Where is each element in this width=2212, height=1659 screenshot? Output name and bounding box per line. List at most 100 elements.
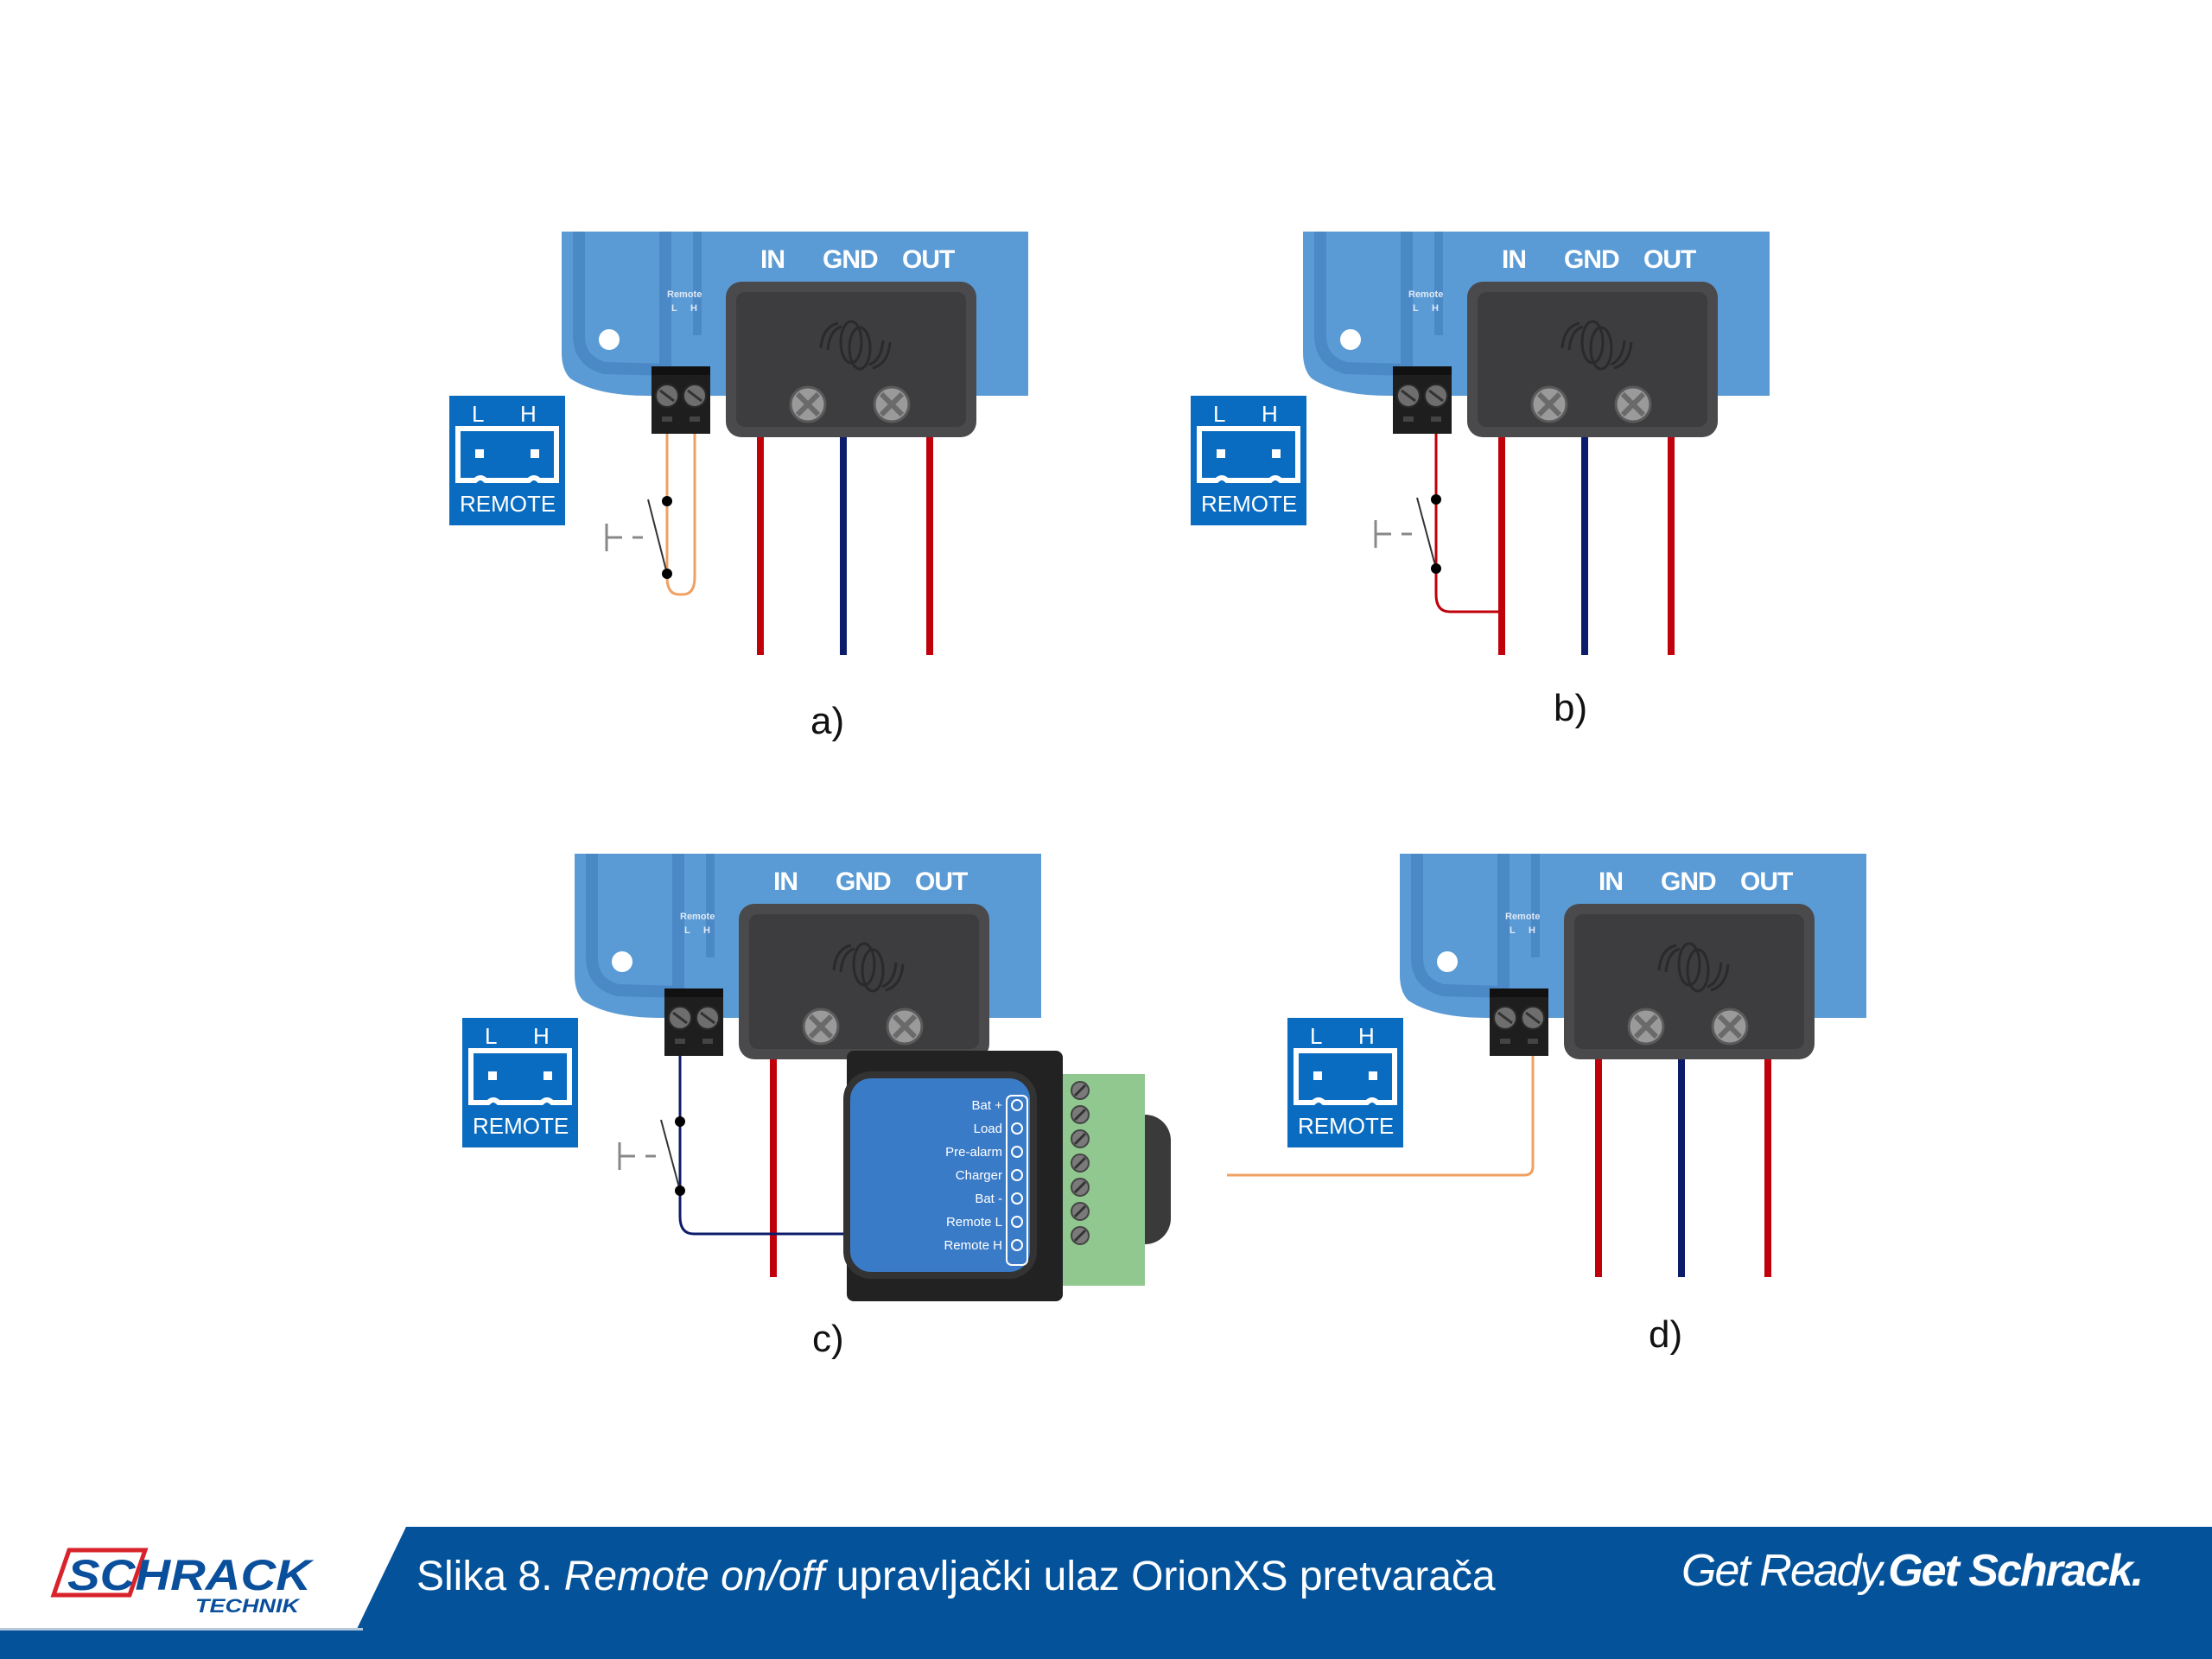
remote-small-l: L bbox=[671, 303, 677, 314]
remote-small-h: H bbox=[1529, 925, 1535, 936]
remote-wire bbox=[1434, 434, 1502, 613]
label-out: OUT bbox=[915, 868, 968, 896]
housing-edge bbox=[1411, 854, 1510, 999]
housing-edge bbox=[1314, 232, 1413, 377]
remote-terminal-block bbox=[1393, 366, 1452, 434]
panel-label: d) bbox=[1649, 1313, 1683, 1356]
label-gnd: GND bbox=[823, 245, 878, 274]
label-gnd: GND bbox=[836, 868, 891, 896]
bms-label: Remote H bbox=[944, 1238, 1002, 1253]
label-in: IN bbox=[1502, 245, 1526, 274]
badge-l: L bbox=[472, 401, 484, 427]
converter-diagram: IN GND OUT Remote L H bbox=[1303, 232, 1770, 655]
mounting-hole bbox=[599, 329, 620, 350]
tagline: Get Ready.Get Schrack. bbox=[1681, 1545, 2144, 1597]
bms-label: Remote L bbox=[946, 1215, 1002, 1230]
remote-small-label: Remote bbox=[1505, 912, 1540, 922]
caption-prefix: Slika 8. bbox=[416, 1554, 564, 1599]
schrack-logo: SCHRACK TECHNIK bbox=[50, 1548, 315, 1616]
bms-label: Pre-alarm bbox=[945, 1145, 1002, 1160]
switch-contact bbox=[1431, 494, 1441, 505]
caption-rest: upravljački ulaz OrionXS pretvarača bbox=[824, 1554, 1496, 1599]
victron-logo-icon bbox=[819, 320, 892, 371]
label-in: IN bbox=[760, 245, 785, 274]
victron-logo-icon bbox=[832, 942, 905, 993]
housing-groove bbox=[706, 854, 715, 957]
label-in: IN bbox=[1599, 868, 1623, 896]
label-out: OUT bbox=[902, 245, 955, 274]
bms-label: Load bbox=[974, 1122, 1002, 1136]
panel-label: b) bbox=[1554, 687, 1588, 729]
remote-badge: L H REMOTE bbox=[1287, 1018, 1403, 1147]
remote-wire bbox=[678, 1056, 856, 1236]
badge-l: L bbox=[485, 1023, 497, 1049]
label-out: OUT bbox=[1643, 245, 1696, 274]
remote-badge: L H REMOTE bbox=[449, 396, 565, 525]
logo-main-text: SCHRACK bbox=[67, 1551, 315, 1599]
logo-sub-text: TECHNIK bbox=[195, 1595, 302, 1616]
switch-contact bbox=[662, 496, 672, 506]
figure-caption: Slika 8. Remote on/off upravljački ulaz … bbox=[416, 1553, 1496, 1600]
remote-small-l: L bbox=[1510, 925, 1516, 936]
bms-terminal-strip bbox=[1058, 1074, 1145, 1286]
remote-small-label: Remote bbox=[680, 912, 715, 922]
panel-label: a) bbox=[810, 700, 845, 742]
screw-icon bbox=[886, 1007, 924, 1046]
tagline-light: Get Ready. bbox=[1681, 1546, 1890, 1596]
bms-label: Charger bbox=[956, 1168, 1002, 1183]
remote-badge: L H REMOTE bbox=[462, 1018, 578, 1147]
remote-small-l: L bbox=[684, 925, 690, 936]
badge-remote-text: REMOTE bbox=[1298, 1113, 1394, 1139]
housing-edge bbox=[586, 854, 684, 999]
victron-logo-icon bbox=[1560, 320, 1633, 371]
converter-diagram: IN GND OUT Remote L H bbox=[843, 854, 1866, 1301]
mounting-hole bbox=[1340, 329, 1361, 350]
switch-blade bbox=[660, 1119, 681, 1192]
switch-blade bbox=[647, 499, 668, 575]
switch-contact bbox=[1431, 563, 1441, 574]
housing-groove bbox=[1434, 232, 1443, 335]
screw-icon bbox=[802, 1007, 840, 1046]
label-gnd: GND bbox=[1564, 245, 1619, 274]
footer-logo-area bbox=[0, 1527, 406, 1628]
badge-remote-text: REMOTE bbox=[1201, 491, 1297, 517]
bms-label: Bat - bbox=[975, 1192, 1002, 1206]
housing-groove bbox=[693, 232, 702, 335]
housing-groove bbox=[1531, 854, 1540, 957]
badge-l: L bbox=[1310, 1023, 1322, 1049]
remote-small-h: H bbox=[690, 303, 697, 314]
mounting-hole bbox=[612, 951, 632, 972]
label-in: IN bbox=[773, 868, 798, 896]
remote-small-label: Remote bbox=[1408, 289, 1443, 300]
screw-icon bbox=[1614, 385, 1652, 423]
screw-icon bbox=[1627, 1007, 1665, 1046]
mounting-hole bbox=[1437, 951, 1458, 972]
screw-icon bbox=[1711, 1007, 1749, 1046]
remote-terminal-block bbox=[652, 366, 710, 434]
badge-h: H bbox=[533, 1023, 550, 1049]
badge-l: L bbox=[1213, 401, 1225, 427]
tagline-bold: Get Schrack. bbox=[1888, 1546, 2144, 1596]
label-out: OUT bbox=[1740, 868, 1793, 896]
badge-remote-text: REMOTE bbox=[473, 1113, 569, 1139]
screw-icon bbox=[789, 385, 827, 423]
remote-small-label: Remote bbox=[667, 289, 702, 300]
screw-icon bbox=[1530, 385, 1568, 423]
remote-small-h: H bbox=[1432, 303, 1439, 314]
switch-contact bbox=[675, 1185, 685, 1196]
remote-small-h: H bbox=[703, 925, 710, 936]
label-gnd: GND bbox=[1661, 868, 1716, 896]
bms-label: Bat + bbox=[972, 1098, 1003, 1113]
screw-icon bbox=[873, 385, 911, 423]
switch-contact bbox=[662, 569, 672, 579]
remote-wire bbox=[665, 434, 696, 596]
badge-h: H bbox=[1358, 1023, 1375, 1049]
remote-terminal-block bbox=[1490, 988, 1548, 1056]
converter-diagram: IN GND OUT Remote L H bbox=[562, 232, 1028, 655]
remote-wire bbox=[1227, 1056, 1535, 1177]
badge-h: H bbox=[520, 401, 537, 427]
footer-separator bbox=[0, 1628, 363, 1630]
remote-badge: L H REMOTE bbox=[1191, 396, 1306, 525]
badge-remote-text: REMOTE bbox=[460, 491, 556, 517]
housing-edge bbox=[573, 232, 671, 377]
